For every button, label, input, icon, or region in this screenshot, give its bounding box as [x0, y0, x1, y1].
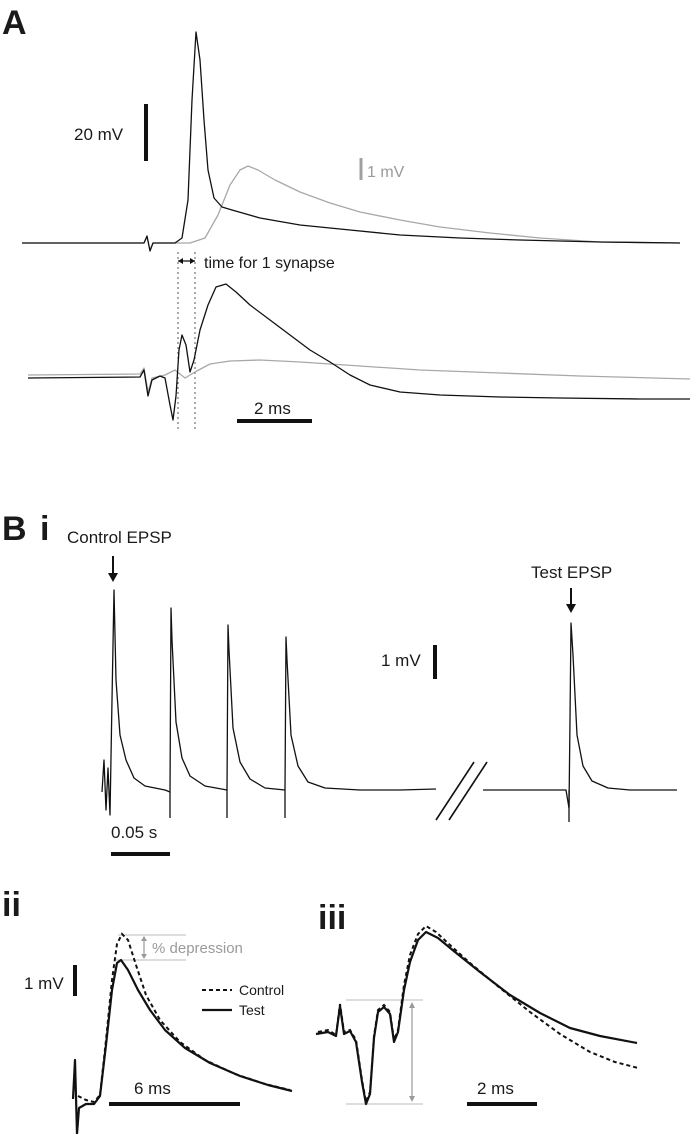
axis-break-2 [448, 761, 488, 821]
trace-b-ii-test [71, 958, 293, 1134]
depression-label: % depression [152, 940, 243, 957]
scale-label-1mv-b-ii: 1 mV [24, 974, 64, 993]
scale-label-20mv: 20 mV [74, 125, 124, 144]
panel-letter-a: A [2, 4, 27, 42]
trace-b-iii-control [317, 924, 639, 1106]
scale-label-time-b-i: 0.05 s [111, 823, 157, 842]
scale-label-2ms-a: 2 ms [254, 399, 291, 418]
control-arrowhead [108, 573, 118, 582]
trace-b-iii-test [315, 930, 638, 1106]
test-arrowhead [566, 604, 576, 613]
stim-artifacts [169, 790, 570, 822]
trace-a-top-black [22, 31, 681, 252]
trace-b-i-test [483, 622, 677, 809]
scale-label-1mv-b-i: 1 mV [381, 651, 421, 670]
test-epsp-label: Test EPSP [531, 563, 612, 582]
depression-arrowheads [141, 936, 147, 959]
trace-b-i-train [101, 589, 437, 816]
scale-label-2ms-b-iii: 2 ms [477, 1079, 514, 1098]
synapse-arrowheads [178, 258, 195, 264]
scale-label-1mv-grey: 1 mV [367, 164, 405, 181]
legend-label-test: Test [239, 1002, 265, 1018]
control-epsp-label: Control EPSP [67, 528, 172, 547]
panel-label-b-iii: iii [318, 899, 346, 937]
trace-a-top-grey [22, 165, 681, 251]
scale-label-6ms: 6 ms [134, 1079, 171, 1098]
legend-label-control: Control [239, 982, 284, 998]
panel-label-b-i: i [40, 510, 49, 548]
axis-break-1 [435, 761, 475, 821]
panel-letter-b: B [2, 510, 27, 548]
panel-label-b-ii: ii [2, 886, 21, 924]
synapse-label: time for 1 synapse [204, 255, 335, 272]
trace-a-bottom-black [27, 283, 690, 421]
trace-a-bottom-grey [27, 359, 691, 393]
